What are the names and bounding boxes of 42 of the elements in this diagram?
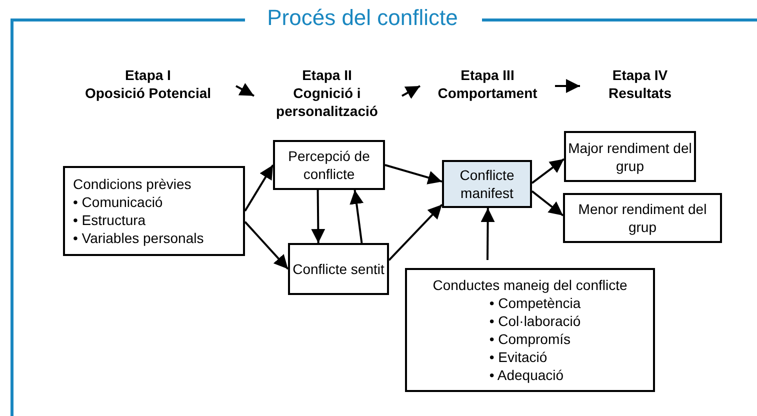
bullet-item: • Compromís — [489, 330, 572, 348]
arrow — [311, 190, 326, 244]
arrow — [384, 164, 442, 184]
arrow — [236, 83, 254, 97]
process-box — [563, 193, 722, 243]
box-text: Percepció de conflicte — [287, 147, 371, 183]
arrow — [244, 164, 274, 212]
arrow — [244, 221, 289, 270]
bullet-item: • Evitació — [489, 348, 548, 366]
process-box — [564, 131, 696, 182]
process-box — [273, 140, 385, 190]
stage-name: Oposició Potencial — [84, 84, 212, 102]
stage-number: Etapa IV — [612, 66, 668, 84]
arrow — [531, 190, 564, 216]
process-box — [63, 166, 245, 256]
stage-name: Resultats — [608, 84, 672, 102]
bullet-item: • Adequació — [489, 366, 565, 384]
arrow — [480, 208, 495, 260]
stage-number: Etapa I — [125, 66, 171, 84]
arrow — [350, 190, 364, 244]
process-box — [442, 160, 532, 208]
process-box — [288, 243, 389, 295]
stage-number: Etapa II — [302, 66, 352, 84]
bullet-item: • Competència — [489, 294, 581, 312]
arrow — [402, 85, 420, 99]
box-text: Conflicte manifest — [458, 166, 516, 202]
bullet-item: • Col·laboració — [489, 312, 581, 330]
arrow — [388, 204, 443, 261]
bullet-item: • Variables personals — [73, 229, 204, 247]
box-text: Conductes maneig del conflicte — [432, 276, 628, 294]
bullet-item: • Estructura — [73, 211, 146, 229]
stage-name: Comportament — [438, 84, 538, 102]
box-text: Major rendiment del grup — [567, 138, 693, 174]
bullet-item: • Comunicació — [73, 193, 163, 211]
box-text: Condicions prèvies — [73, 175, 192, 193]
arrow — [531, 158, 565, 184]
process-box — [405, 268, 655, 392]
box-text: Conflicte sentit — [292, 260, 384, 278]
arrow — [555, 79, 580, 93]
stage-name: Cognició i personalització — [275, 84, 379, 120]
stage-number: Etapa III — [460, 66, 514, 84]
box-text: Menor rendiment del grup — [577, 200, 708, 236]
